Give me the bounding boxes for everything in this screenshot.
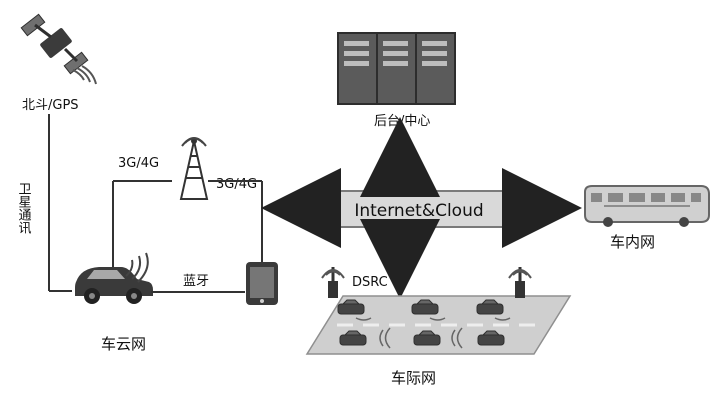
satellite-comm-label: 卫星通讯 xyxy=(16,182,32,235)
v2x-wave-4 xyxy=(379,329,384,347)
internet-cloud-label: Internet&Cloud xyxy=(354,201,483,221)
in-vehicle-label: 车内网 xyxy=(610,233,655,251)
cell-tower-icon xyxy=(179,137,209,200)
car-cloud-label: 车云网 xyxy=(101,335,146,353)
dsrc-label: DSRC xyxy=(352,275,388,290)
v2x-car-5 xyxy=(413,330,441,346)
backend-label: 后台/中心 xyxy=(374,114,430,129)
v2x-car-4 xyxy=(339,330,367,346)
v2x-car-3 xyxy=(476,299,504,315)
bluetooth-label: 蓝牙 xyxy=(183,274,209,289)
v2x-wave-1 xyxy=(355,317,372,321)
car-signal-icon xyxy=(125,252,149,283)
car-icon xyxy=(75,267,153,304)
v2x-label: 车际网 xyxy=(391,369,436,387)
satellite-icon xyxy=(20,13,97,85)
v2x-car-2 xyxy=(411,299,439,315)
smartphone-icon xyxy=(246,262,278,305)
cellular-left-label: 3G/4G xyxy=(118,156,159,171)
v2x-wave-7 xyxy=(456,327,463,349)
v2x-wave-2 xyxy=(429,317,446,321)
cellular-right-label: 3G/4G xyxy=(216,177,257,192)
v2x-wave-5 xyxy=(384,327,391,349)
server-rack-icon xyxy=(337,32,456,105)
v2x-car-6 xyxy=(477,330,505,346)
rsu-antenna-left xyxy=(321,267,345,298)
v2x-wave-3 xyxy=(494,317,511,321)
v2x-car-1 xyxy=(337,299,365,315)
satellite-label: 北斗/GPS xyxy=(22,98,79,113)
bus-icon xyxy=(584,185,710,227)
v2x-wave-6 xyxy=(451,329,456,347)
rsu-antenna-right xyxy=(508,267,532,298)
